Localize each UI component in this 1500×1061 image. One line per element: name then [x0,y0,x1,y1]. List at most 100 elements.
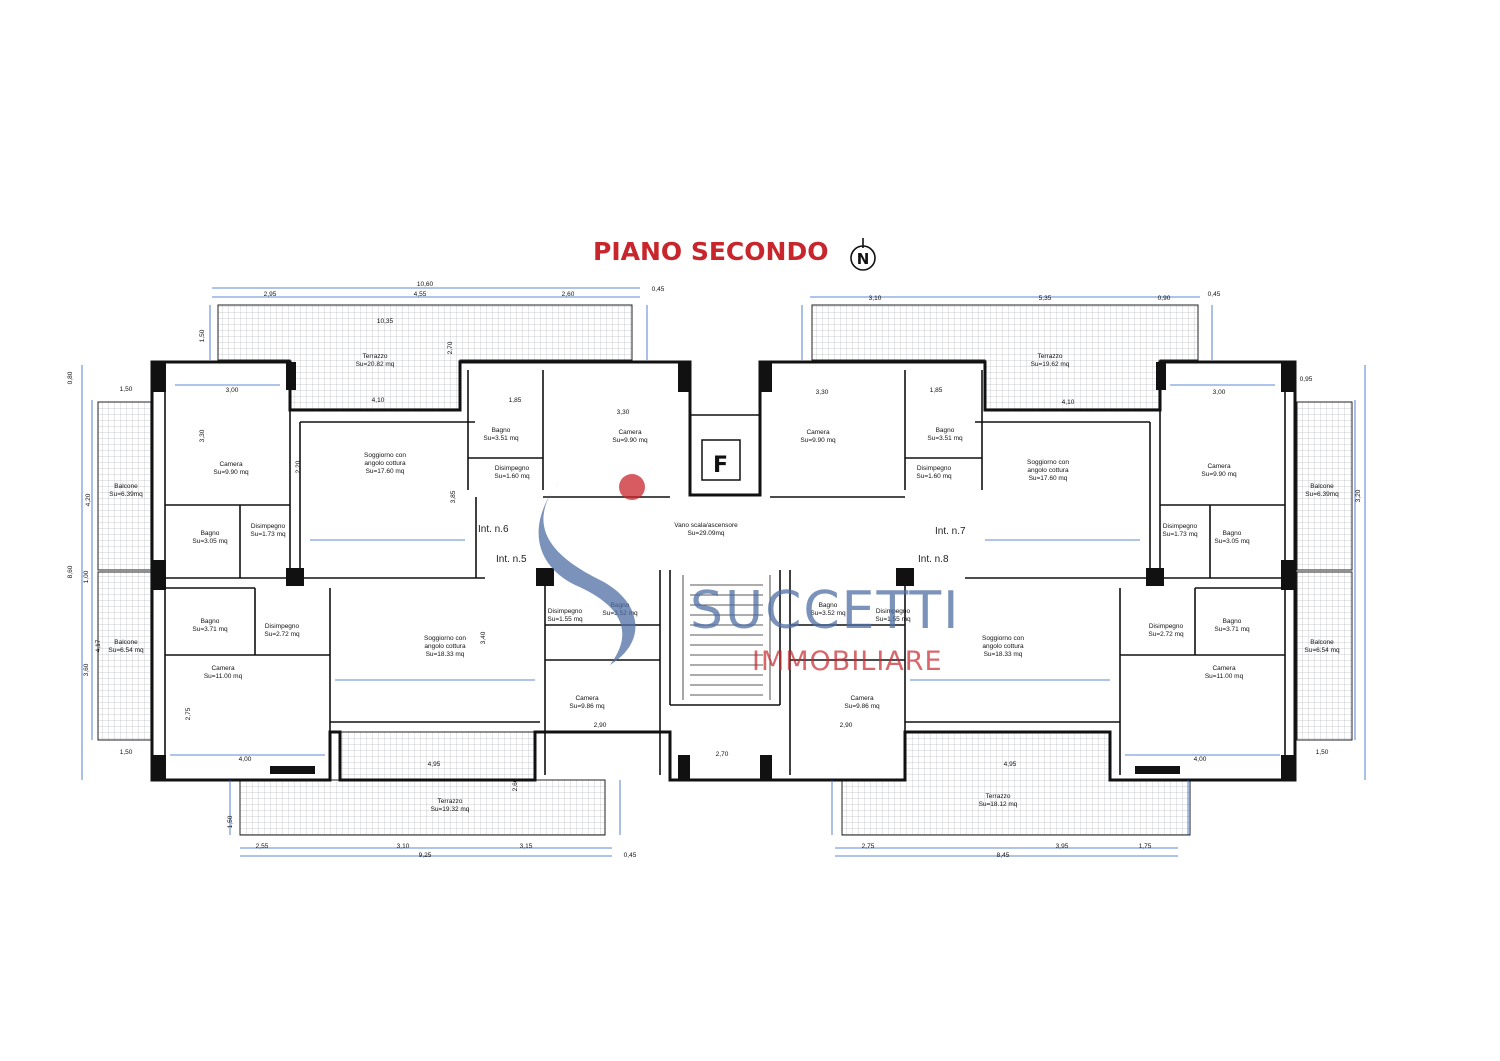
terraces [97,304,1353,836]
room-area: Su=3.71 mq [1214,626,1250,633]
dimension-value: 4,00 [1194,756,1207,763]
room-area: Su=9.90 mq [1201,471,1237,478]
dimension-value: 2,70 [716,751,729,758]
unit-labels: Int. n.6 Int. n.5 Int. n.7 Int. n.8 [478,524,966,565]
room-area: Su=20.82 mq [356,361,395,368]
dimension-value: 0,45 [652,286,665,293]
room-area: Su=9.86 mq [569,703,605,710]
room-area: Su=9.90 mq [612,437,648,444]
terrace-top-left [217,304,633,411]
room-area: Su=3.05 mq [1214,538,1250,545]
room-name: Soggiorno con [424,635,466,642]
room-name: Disimpegno [1163,523,1198,530]
dimension-value: 4,55 [414,291,427,298]
room-name: Balcone [1310,483,1334,490]
watermark-dot-icon [619,474,645,500]
room-name: Camera [806,429,830,436]
room-area: Su=1.55 mq [875,616,911,623]
dimension-value: 8,60 [67,565,74,578]
dimension-value: 1,50 [120,749,133,756]
dimension-value: 2,95 [264,291,277,298]
room-name: angolo cottura [1027,467,1069,474]
room-area: Su=6.54 mq [108,647,144,654]
terrace-top-right [811,304,1199,411]
room-name: Camera [219,461,243,468]
room-name: Disimpegno [548,608,583,615]
dimension-value: 4,00 [239,756,252,763]
terrace-bottom-right [841,731,1191,836]
dimension-value: 1,50 [227,815,234,828]
dimension-value: 4,95 [1004,761,1017,768]
room-area: Su=18.33 mq [426,651,465,658]
dimension-value: 3,10 [397,843,410,850]
dimension-value: 2,75 [185,707,192,720]
room-name: Camera [850,695,874,702]
unit-label: Int. n.6 [478,524,509,535]
room-area: Su=2.72 mq [264,631,300,638]
room-area: Su=3.71 mq [192,626,228,633]
room-name: Camera [618,429,642,436]
room-name: Disimpegno [917,465,952,472]
room-name: Terrazzo [986,793,1011,800]
north-label: N [857,250,870,268]
room-area: Su=3.52 mq [810,610,846,617]
room-name: Disimpegno [265,623,300,630]
balcony-left-top [97,401,154,571]
room-name: Bagno [201,618,220,625]
room-name: Disimpegno [251,523,286,530]
dimension-value: 3,85 [450,490,457,503]
room-name: angolo cottura [424,643,466,650]
room-name: angolo cottura [364,460,406,467]
room-area: Su=17.60 mq [366,468,405,475]
balcony-left-bottom [97,571,154,741]
room-name: Camera [211,665,235,672]
room-area: Su=3.51 mq [483,435,519,442]
dimension-value: 2,60 [512,778,519,791]
room-name: Bagno [492,427,511,434]
room-area: Su=18.12 mq [979,801,1018,808]
room-area: Su=1.60 mq [916,473,952,480]
dimension-value: 2,70 [447,341,454,354]
lift-icon: F [701,439,741,481]
dimension-value: 9,25 [419,852,432,859]
dimension-value: 0,80 [67,371,74,384]
room-area: Su=9.86 mq [844,703,880,710]
room-area: Su=3.51 mq [927,435,963,442]
dimension-value: 1,00 [83,570,90,583]
watermark: SUCCETTI IMMOBILIARE [538,474,959,677]
room-area: Su=11.00 mq [1205,673,1244,680]
dimension-value: 0,45 [624,852,637,859]
room-area: Su=6.54 mq [1304,647,1340,654]
page-title: PIANO SECONDO [593,237,828,266]
dimension-value: 4,10 [1062,399,1075,406]
walls [150,360,1297,782]
room-area: Su=9.90 mq [800,437,836,444]
columns [152,362,1295,780]
dimension-value: 1,85 [930,387,943,394]
dimension-value: 1,75 [1139,843,1152,850]
dimension-value: 3,30 [199,429,206,442]
room-area: Su=17.60 mq [1029,475,1068,482]
room-name: Balcone [114,483,138,490]
